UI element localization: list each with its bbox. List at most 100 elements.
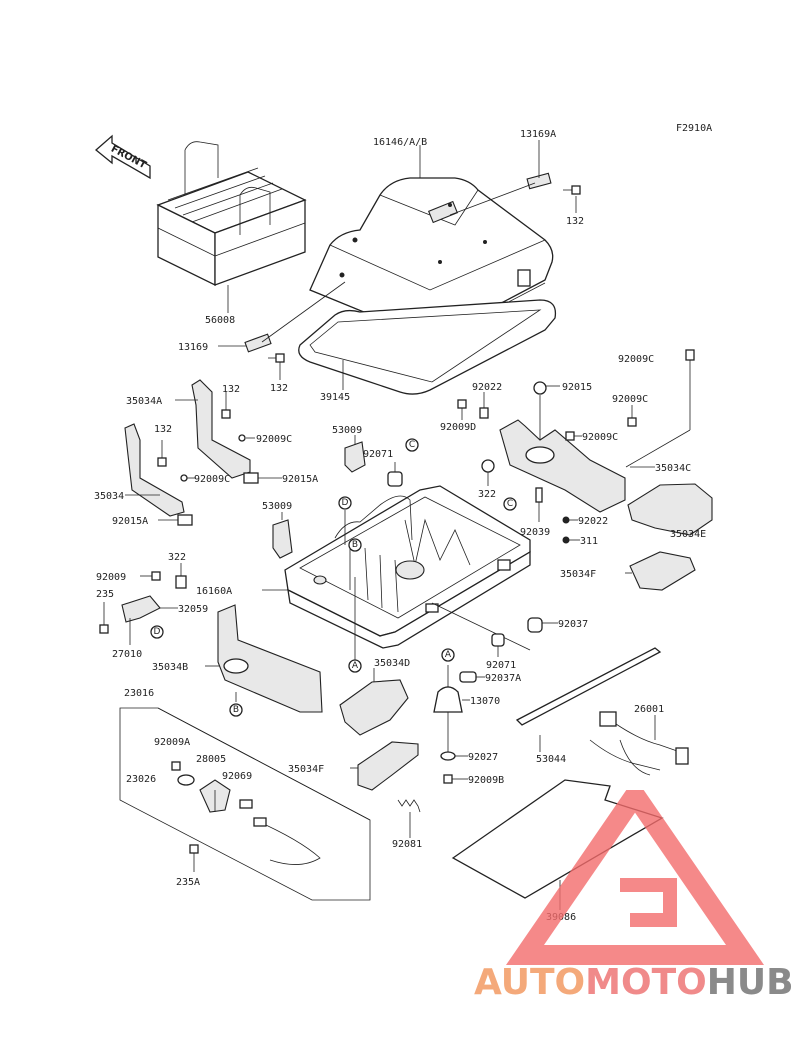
hinge-plate-part xyxy=(244,333,272,353)
part-label: 92071 xyxy=(486,660,516,671)
part-label: 35034F xyxy=(560,569,596,580)
front-arrow-icon: FRONT xyxy=(94,134,151,180)
part-label: 92009C xyxy=(256,434,292,445)
hinge-plate-part xyxy=(526,172,552,190)
svg-text:C: C xyxy=(507,499,513,509)
bolt-icon xyxy=(627,417,637,427)
cushion-icon xyxy=(527,617,543,633)
part-label: 35034A xyxy=(126,396,162,407)
bolt-icon xyxy=(99,624,109,634)
part-label: 35034D xyxy=(374,658,410,669)
nut-icon xyxy=(562,516,570,524)
part-label: 235A xyxy=(176,877,200,888)
spring-icon xyxy=(397,799,421,813)
bolt-icon xyxy=(443,774,453,784)
svg-text:D: D xyxy=(342,498,349,508)
part-label: 13070 xyxy=(470,696,500,707)
part-label: 53009 xyxy=(262,501,292,512)
part-label: 35034F xyxy=(288,764,324,775)
part-label: 53009 xyxy=(332,425,362,436)
part-label: 92009C xyxy=(618,354,654,365)
part-label: 53044 xyxy=(536,754,566,765)
bolt-icon xyxy=(180,474,188,482)
nut-icon xyxy=(175,575,187,589)
part-label: 92071 xyxy=(363,449,393,460)
cap-13070-part xyxy=(433,686,463,713)
part-labels: 16146/A/B 13169A 132 56008 13169 132 391… xyxy=(94,129,706,923)
part-label: 92009A xyxy=(154,737,190,748)
svg-text:B: B xyxy=(352,540,358,550)
figure-code: F2910A xyxy=(676,123,712,134)
washer-icon xyxy=(440,751,456,761)
cap-icon xyxy=(533,381,547,395)
bracket-53009-part xyxy=(272,519,293,559)
pin-icon xyxy=(535,487,543,503)
connector-icon xyxy=(253,817,267,827)
part-label: 92009C xyxy=(194,474,230,485)
part-label: 23016 xyxy=(124,688,154,699)
bolt-icon xyxy=(171,761,181,771)
cap-icon xyxy=(481,459,495,473)
part-label: 92015A xyxy=(112,516,148,527)
part-label: 92037A xyxy=(485,673,521,684)
part-label: 16146/A/B xyxy=(373,137,427,148)
part-label: 92022 xyxy=(472,382,502,393)
part-label: 92069 xyxy=(222,771,252,782)
bolt-icon xyxy=(457,399,467,409)
svg-text:A: A xyxy=(445,650,452,660)
bracket-35034a-part xyxy=(191,379,251,479)
ref-marker-d: D xyxy=(150,625,164,639)
grommet-icon xyxy=(387,471,403,487)
part-label: 92009C xyxy=(582,432,618,443)
part-label: 92081 xyxy=(392,839,422,850)
part-label: 35034C xyxy=(655,463,691,474)
bracket-53009-part xyxy=(344,441,366,473)
battery-case-part xyxy=(284,485,531,649)
washer-icon xyxy=(177,774,195,786)
part-label: 92009C xyxy=(612,394,648,405)
clip-icon xyxy=(177,514,193,526)
part-label: 16160A xyxy=(196,586,232,597)
ref-marker-a: A xyxy=(348,659,362,673)
ref-marker-b: B xyxy=(229,703,243,717)
part-label: 28005 xyxy=(196,754,226,765)
part-label: 56008 xyxy=(205,315,235,326)
part-label: 322 xyxy=(478,489,496,500)
part-label: 27010 xyxy=(112,649,142,660)
ref-marker-c: C xyxy=(503,497,517,511)
ref-marker-a: A xyxy=(441,648,455,662)
part-label: 39145 xyxy=(320,392,350,403)
wire-part xyxy=(254,819,321,865)
connector-icon xyxy=(239,799,253,809)
bolt-icon xyxy=(563,185,581,195)
bracket-35034d-part xyxy=(339,679,409,736)
nut-icon xyxy=(479,407,489,419)
bracket-35034c-part xyxy=(499,419,626,513)
bolt-icon xyxy=(151,571,161,581)
bolt-icon xyxy=(685,349,695,361)
svg-text:B: B xyxy=(233,705,239,715)
part-label: 322 xyxy=(168,552,186,563)
ref-marker-b: B xyxy=(348,538,362,552)
part-label: 132 xyxy=(270,383,288,394)
bolt-icon xyxy=(221,409,231,419)
part-label: 92037 xyxy=(558,619,588,630)
part-label: 92039 xyxy=(520,527,550,538)
cushion-icon xyxy=(459,671,477,683)
bracket-35034f-part xyxy=(629,551,696,591)
part-label: 35034 xyxy=(94,491,124,502)
part-label: 92009 xyxy=(96,572,126,583)
toolbox-part xyxy=(156,141,307,287)
part-label: 92015A xyxy=(282,474,318,485)
part-label: 92022 xyxy=(578,516,608,527)
part-label: 92027 xyxy=(468,752,498,763)
watermark-text: AUTOMOTOHUB xyxy=(474,962,794,1003)
part-label: 26001 xyxy=(634,704,664,715)
ref-marker-d: D xyxy=(338,496,352,510)
bracket-35034e-part xyxy=(627,483,713,536)
bracket-35034f-part xyxy=(357,741,419,791)
part-label: 13169 xyxy=(178,342,208,353)
part-label: 92015 xyxy=(562,382,592,393)
part-label: 13169A xyxy=(520,129,556,140)
